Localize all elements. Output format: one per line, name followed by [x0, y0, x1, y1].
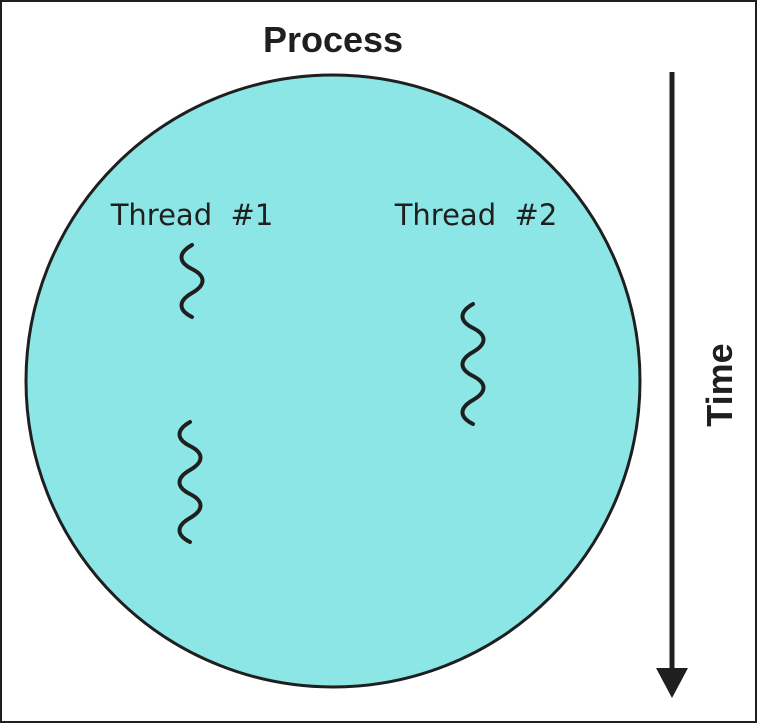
- thread-1-label: Thread #1: [110, 198, 274, 232]
- time-arrow-head: [656, 668, 688, 698]
- thread-2-squiggle: [460, 302, 486, 426]
- thread-1-squiggle-b: [177, 420, 203, 544]
- thread-2-label: Thread #2: [394, 198, 558, 232]
- process-circle: [24, 73, 642, 689]
- time-label: Time: [699, 343, 740, 426]
- process-title: Process: [263, 19, 403, 60]
- thread-1-squiggle-a: [179, 243, 205, 319]
